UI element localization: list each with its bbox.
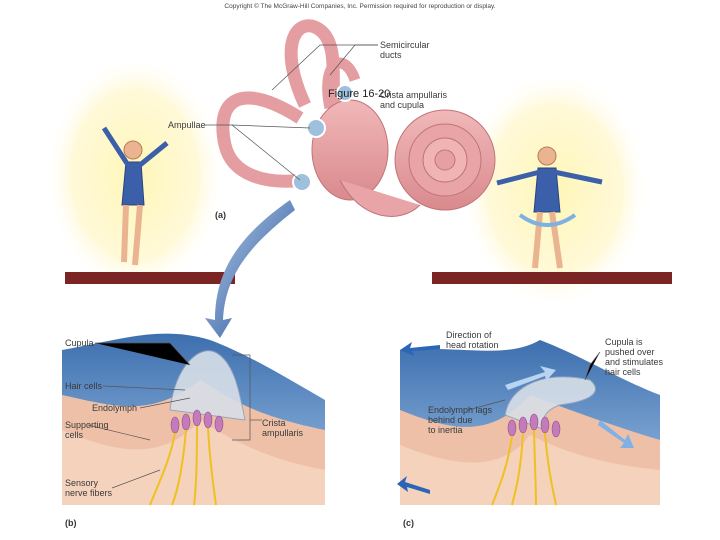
label-semicircular-ducts: Semicircular ducts (380, 40, 430, 60)
inner-ear (223, 26, 495, 217)
ampulla-marker-2 (293, 173, 311, 191)
label-crista-ampullaris: Crista ampullaris (262, 418, 303, 438)
label-supporting-cells: Supporting cells (65, 420, 109, 440)
label-hair-cells: Hair cells (65, 381, 102, 391)
zoom-arrow (205, 200, 295, 338)
label-direction-rotation: Direction of head rotation (446, 330, 499, 350)
panel-b-tag: (b) (65, 518, 77, 528)
panel-a-tag: (a) (215, 210, 226, 220)
label-sensory-nerve-fibers: Sensory nerve fibers (65, 478, 112, 498)
label-endolymph-lags: Endolymph lags behind due to inertia (428, 405, 492, 435)
right-floor (432, 272, 672, 284)
label-endolymph: Endolymph (92, 403, 137, 413)
label-ampullae: Ampullae (168, 120, 206, 130)
left-floor (65, 272, 235, 284)
label-cupula-pushed: Cupula is pushed over and stimulates hai… (605, 337, 663, 377)
label-cupula: Cupula (65, 338, 94, 348)
label-crista-cupula: Crista ampullaris and cupula (380, 90, 447, 110)
panel-c-tag: (c) (403, 518, 414, 528)
copyright-notice: Copyright © The McGraw-Hill Companies, I… (0, 3, 720, 10)
